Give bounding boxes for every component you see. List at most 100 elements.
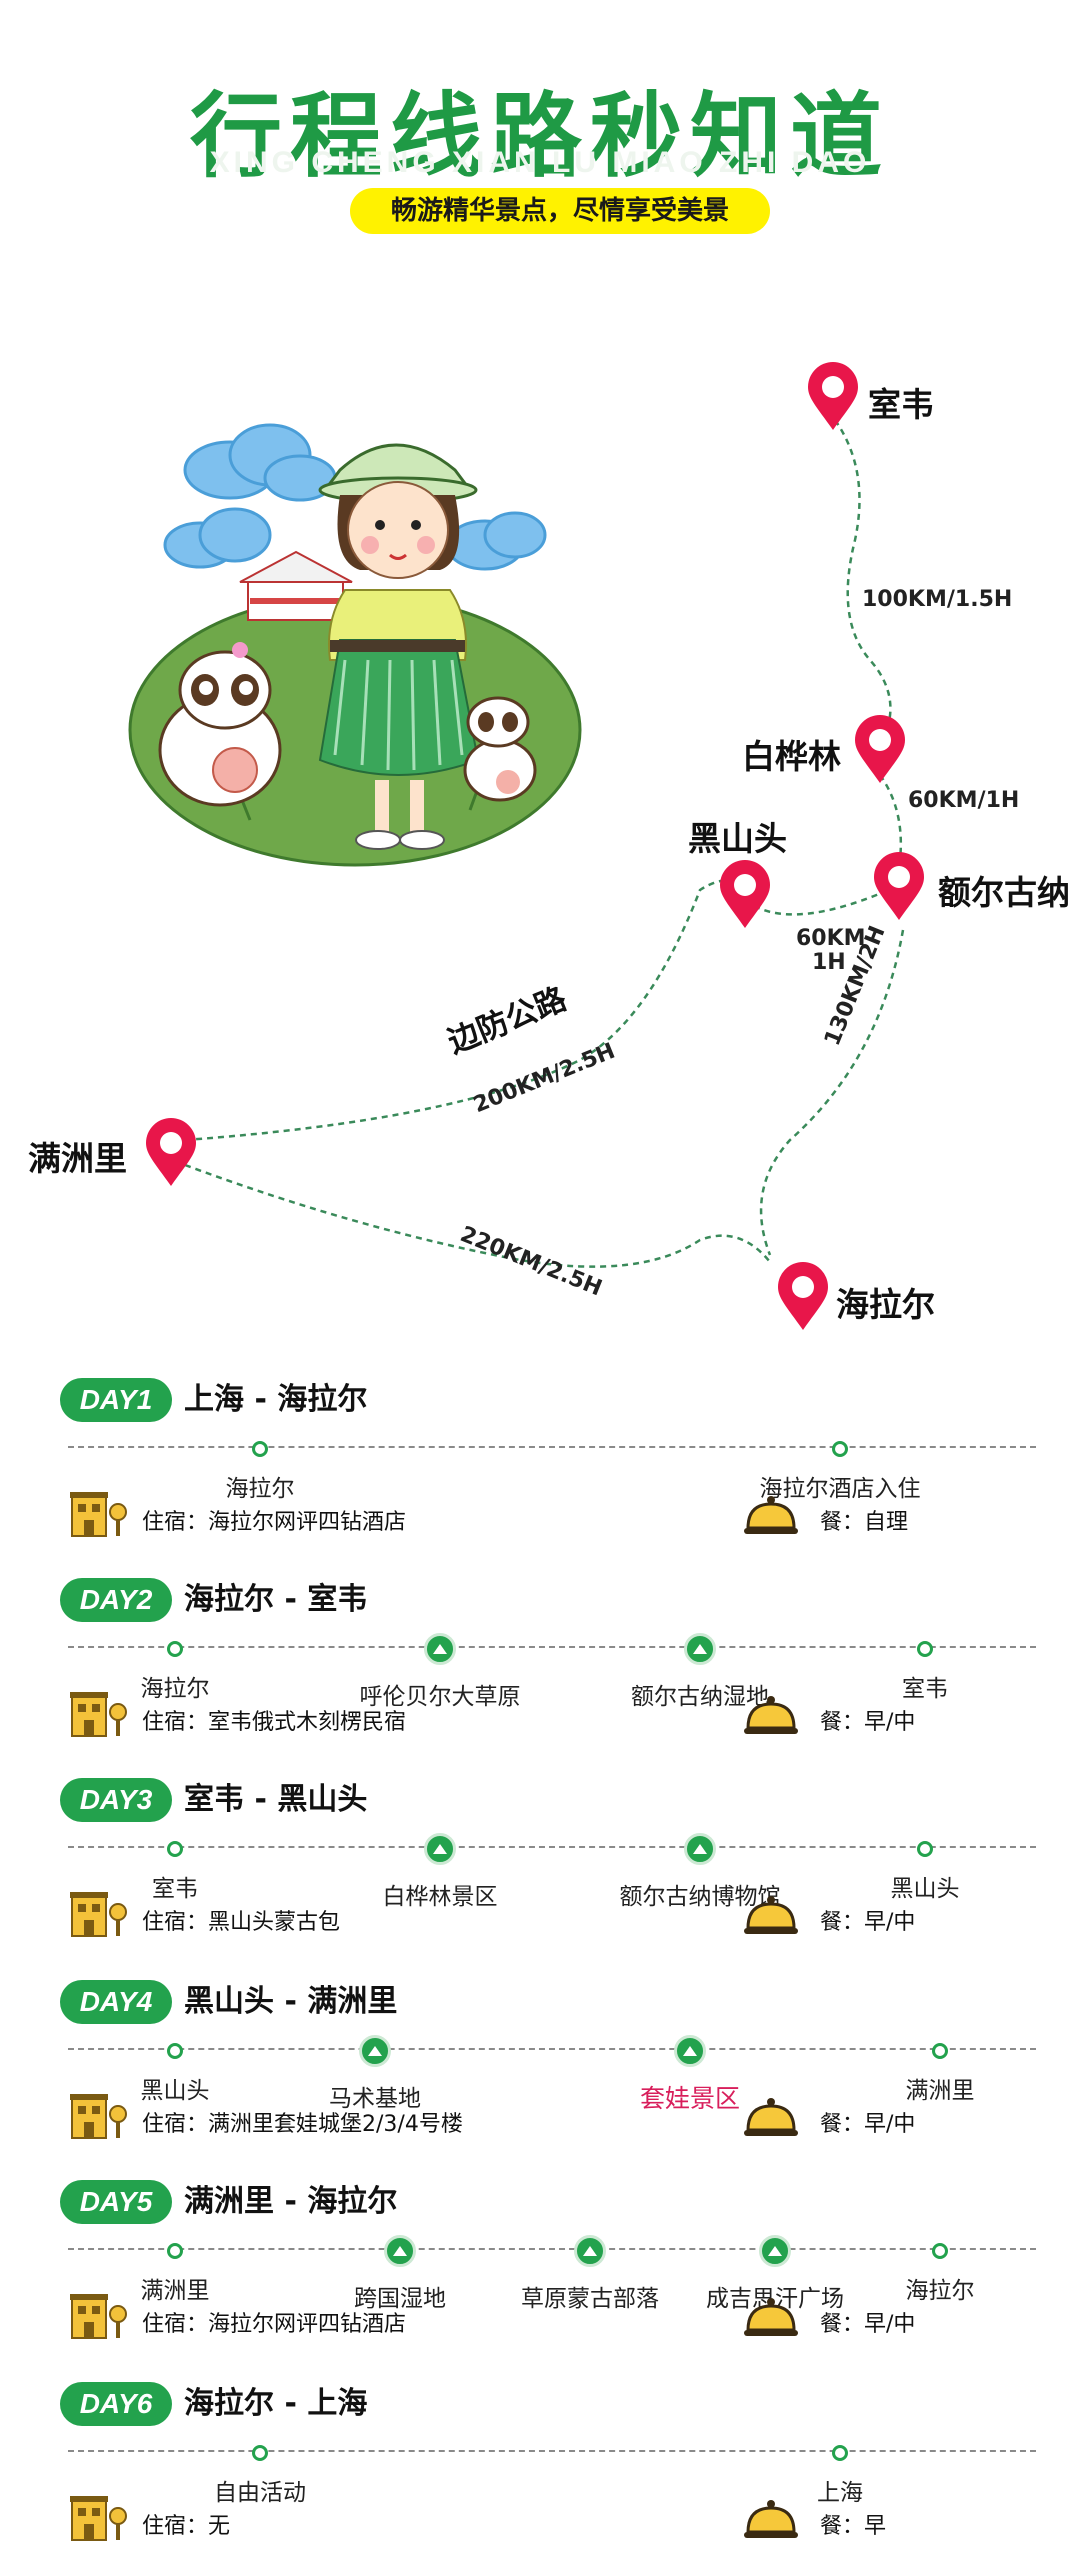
stop-label: 海拉尔 bbox=[225, 1476, 295, 1502]
goat-illustration bbox=[158, 642, 282, 807]
meal-cloche-icon bbox=[744, 1896, 798, 1934]
location-pin-icon bbox=[808, 362, 858, 430]
stop-label: 草原蒙古部落 bbox=[521, 2286, 659, 2312]
stop-label: 白桦林景区 bbox=[382, 1884, 498, 1910]
meal-text: 餐：早/中 bbox=[820, 2112, 916, 2137]
meal-text: 餐：早 bbox=[820, 2514, 887, 2539]
timeline-stop: 草原蒙古部落 bbox=[460, 2235, 720, 2313]
stop-dot-icon bbox=[252, 1441, 268, 1457]
stop-label: 满洲里 bbox=[905, 2078, 975, 2104]
meal-cloche-icon bbox=[744, 2298, 798, 2336]
day-route: 满洲里 - 海拉尔 bbox=[184, 2184, 398, 2219]
route-manzhouli-heishantou bbox=[184, 878, 731, 1142]
timeline-stop: 套娃景区 bbox=[560, 2035, 820, 2115]
meal-cloche-icon bbox=[744, 2500, 798, 2538]
girl-illustration bbox=[318, 443, 480, 850]
timeline-stop: 额尔古纳湿地 bbox=[570, 1633, 830, 1711]
stop-label: 额尔古纳博物馆 bbox=[619, 1884, 781, 1910]
timeline-stop: 海拉尔 bbox=[810, 2235, 1070, 2305]
page-title-pinyin: XING CHENG XIAN LU MIAO ZHI DAO bbox=[209, 146, 871, 179]
location-pin-icon bbox=[874, 852, 924, 920]
stop-dot-icon bbox=[167, 1641, 183, 1657]
day-route: 海拉尔 - 上海 bbox=[184, 2386, 368, 2421]
goat-illustration bbox=[463, 696, 537, 802]
route-shiwei-baihualin bbox=[833, 419, 892, 746]
day-route: 上海 - 海拉尔 bbox=[184, 1382, 368, 1417]
lodging-text: 住宿：无 bbox=[142, 2514, 231, 2539]
timeline-track bbox=[68, 2048, 1036, 2050]
scenic-spot-icon bbox=[684, 1833, 716, 1865]
stop-dot-icon bbox=[932, 2043, 948, 2059]
timeline-stop: 黑山头 bbox=[795, 1833, 1055, 1903]
stop-dot-icon bbox=[167, 2243, 183, 2259]
distance-shiwei-baihualin: 100KM/1.5H bbox=[862, 587, 1013, 612]
stop-label: 室韦 bbox=[152, 1876, 198, 1902]
stop-label: 室韦 bbox=[902, 1676, 948, 1702]
stop-label: 跨国湿地 bbox=[354, 2286, 446, 2312]
stop-label: 满洲里 bbox=[140, 2278, 210, 2304]
route-eerguna-hailaer bbox=[759, 929, 905, 1256]
stop-label: 黑山头 bbox=[890, 1876, 960, 1902]
timeline-stop: 呼伦贝尔大草原 bbox=[310, 1633, 570, 1711]
meal-cloche-icon bbox=[744, 2098, 798, 2136]
location-pin-icon bbox=[720, 860, 770, 928]
timeline-track bbox=[68, 2450, 1036, 2452]
day-route: 黑山头 - 满洲里 bbox=[184, 1984, 398, 2019]
meal-text: 餐：早/中 bbox=[820, 1710, 916, 1735]
yurt-icon bbox=[239, 550, 353, 621]
timeline-stop: 海拉尔酒店入住 bbox=[710, 1433, 970, 1503]
stop-label: 套娃景区 bbox=[639, 2084, 740, 2113]
scenic-spot-icon bbox=[674, 2035, 706, 2067]
timeline-stop: 上海 bbox=[710, 2437, 970, 2507]
scenic-spot-icon bbox=[684, 1633, 716, 1665]
stop-label: 上海 bbox=[817, 2480, 863, 2506]
timeline-stop: 黑山头 bbox=[45, 2035, 305, 2105]
timeline-stop: 成吉思汗广场 bbox=[645, 2235, 905, 2313]
timeline-stop: 室韦 bbox=[795, 1633, 1055, 1703]
place-label-hailaer: 海拉尔 bbox=[836, 1285, 935, 1324]
stop-dot-icon bbox=[167, 2043, 183, 2059]
stop-dot-icon bbox=[167, 1841, 183, 1857]
day-badge: DAY3 bbox=[60, 1778, 172, 1822]
hotel-icon bbox=[70, 2496, 127, 2541]
meal-cloche-icon bbox=[744, 1496, 798, 1534]
timeline-stop: 海拉尔 bbox=[130, 1433, 390, 1503]
hotel-icon bbox=[70, 1892, 127, 1937]
timeline-stop: 海拉尔 bbox=[45, 1633, 305, 1703]
timeline-track bbox=[68, 2248, 1036, 2250]
location-pin-icon bbox=[855, 715, 905, 783]
timeline-track bbox=[68, 1846, 1036, 1848]
stop-label: 自由活动 bbox=[214, 2480, 306, 2506]
scenic-spot-icon bbox=[384, 2235, 416, 2267]
stop-dot-icon bbox=[252, 2445, 268, 2461]
lodging-text: 住宿：黑山头蒙古包 bbox=[142, 1910, 341, 1935]
stop-label: 黑山头 bbox=[140, 2078, 210, 2104]
timeline-stop: 额尔古纳博物馆 bbox=[570, 1833, 830, 1911]
timeline-track bbox=[68, 1646, 1036, 1648]
stop-dot-icon bbox=[917, 1641, 933, 1657]
day-badge: DAY6 bbox=[60, 2382, 172, 2426]
meal-text: 餐：自理 bbox=[820, 1510, 909, 1535]
stop-dot-icon bbox=[832, 1441, 848, 1457]
place-label-eerguna: 额尔古纳 bbox=[938, 873, 1070, 912]
stop-label: 呼伦贝尔大草原 bbox=[359, 1684, 521, 1710]
timeline-track bbox=[68, 1446, 1036, 1448]
place-label-baihualin: 白桦林 bbox=[742, 737, 841, 776]
scenic-spot-icon bbox=[359, 2035, 391, 2067]
timeline-stop: 白桦林景区 bbox=[310, 1833, 570, 1911]
page-title: 行程线路秒知道 bbox=[189, 83, 890, 190]
scenic-spot-icon bbox=[424, 1633, 456, 1665]
lodging-text: 住宿：满洲里套娃城堡2/3/4号楼 bbox=[142, 2112, 463, 2137]
timeline-stop: 室韦 bbox=[45, 1833, 305, 1903]
timeline-stop: 满洲里 bbox=[810, 2035, 1070, 2105]
route-map bbox=[128, 419, 905, 1268]
route-baihualin-eerguna bbox=[878, 774, 903, 861]
timeline-stop: 马术基地 bbox=[245, 2035, 505, 2113]
lodging-text: 住宿：海拉尔网评四钻酒店 bbox=[142, 2312, 407, 2337]
slogan-banner: 畅游精华景点，尽情享受美景 bbox=[350, 188, 770, 234]
hotel-icon bbox=[70, 1492, 127, 1537]
scenic-spot-icon bbox=[574, 2235, 606, 2267]
